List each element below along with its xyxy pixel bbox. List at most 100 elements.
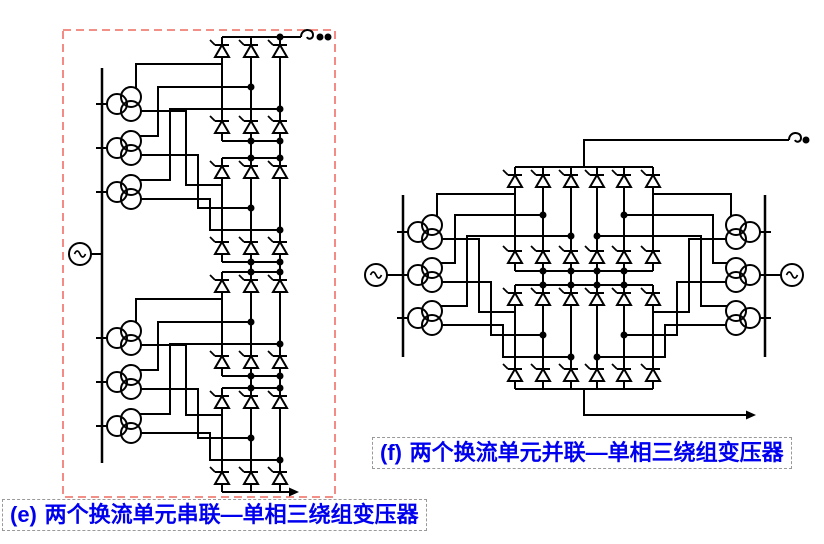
three-winding-transformer-icon <box>407 257 443 293</box>
junction-dot <box>276 33 284 41</box>
thyristor-icon <box>502 363 523 382</box>
thyristor-icon <box>640 169 661 188</box>
ac-source-icon <box>780 263 804 287</box>
three-winding-transformer-icon <box>407 214 443 250</box>
three-winding-transformer-icon <box>106 364 142 400</box>
junction-dot <box>276 105 284 113</box>
thyristor-icon <box>584 169 605 188</box>
junction-dot <box>620 331 628 339</box>
junction-dot <box>247 372 255 380</box>
wire <box>136 108 280 181</box>
caption-e-label: (e) <box>10 502 37 527</box>
wire <box>597 324 726 358</box>
wire <box>141 344 222 416</box>
thyristor-icon <box>611 287 632 306</box>
wire <box>442 324 571 358</box>
three-winding-transformer-icon <box>106 174 142 210</box>
junction-dot <box>247 204 255 212</box>
highlight-box <box>62 29 336 498</box>
junction-dot <box>276 137 284 145</box>
thyristor-icon <box>584 245 605 264</box>
junction-dot <box>567 281 575 289</box>
thyristor-icon <box>502 287 523 306</box>
wire <box>135 63 222 92</box>
wire <box>437 235 571 307</box>
junction-dot <box>276 154 284 162</box>
wire <box>583 389 748 416</box>
thyristor-icon <box>209 115 230 134</box>
junction-dot <box>620 211 628 219</box>
wire <box>141 110 222 186</box>
junction-dot <box>620 267 628 275</box>
junction-dot <box>593 267 601 275</box>
thyristor-icon <box>238 466 259 485</box>
caption-e-text: 两个换流单元串联—单相三绕组变压器 <box>44 502 419 527</box>
smoothing-reactor-icon <box>300 28 314 40</box>
junction-dot <box>593 281 601 289</box>
junction-dot <box>567 353 575 361</box>
ac-source-icon <box>68 242 92 266</box>
diagram-e <box>62 28 336 498</box>
junction-dot <box>276 340 284 348</box>
wire <box>442 281 543 336</box>
three-winding-transformer-icon <box>407 300 443 336</box>
junction-dot <box>593 232 601 240</box>
caption-e-textbox[interactable]: (e) 两个换流单元串联—单相三绕组变压器 <box>2 499 427 532</box>
three-winding-transformer-icon <box>725 257 761 293</box>
junction-dot <box>276 456 284 464</box>
wire <box>136 343 280 415</box>
three-winding-transformer-icon <box>725 214 761 250</box>
thyristor-icon <box>267 160 288 179</box>
thyristor-icon <box>238 350 259 369</box>
junction-dot <box>539 281 547 289</box>
junction-dot <box>802 136 810 144</box>
thyristor-icon <box>611 363 632 382</box>
thyristor-icon <box>267 39 288 58</box>
wire <box>141 198 280 231</box>
junction-dot <box>247 384 255 392</box>
thyristor-icon <box>267 274 288 293</box>
junction-dot <box>247 137 255 145</box>
three-winding-transformer-icon <box>106 408 142 444</box>
caption-f-label: (f) <box>380 440 402 465</box>
thyristor-icon <box>238 274 259 293</box>
wire <box>653 238 726 313</box>
thyristor-icon <box>209 350 230 369</box>
wire <box>135 298 222 326</box>
thyristor-icon <box>209 390 230 409</box>
wire <box>597 235 731 307</box>
smoothing-reactor-icon <box>788 131 802 143</box>
thyristor-icon <box>584 287 605 306</box>
thyristor-icon <box>530 363 551 382</box>
thyristor-icon <box>267 466 288 485</box>
thyristor-icon <box>558 287 579 306</box>
thyristor-icon <box>267 390 288 409</box>
three-winding-transformer-icon <box>725 300 761 336</box>
thyristor-icon <box>502 245 523 264</box>
thyristor-icon <box>238 390 259 409</box>
junction-dot <box>316 33 324 41</box>
thyristor-icon <box>209 236 230 255</box>
junction-dot <box>247 268 255 276</box>
caption-f-textbox[interactable]: (f) 两个换流单元并联—单相三绕组变压器 <box>372 437 792 470</box>
thyristor-icon <box>238 115 259 134</box>
wire <box>624 281 726 336</box>
thyristor-icon <box>558 245 579 264</box>
wire <box>436 193 515 220</box>
junction-dot <box>276 384 284 392</box>
junction-dot <box>539 211 547 219</box>
thyristor-icon <box>558 169 579 188</box>
junction-dot <box>247 434 255 442</box>
thyristor-icon <box>558 363 579 382</box>
thyristor-icon <box>584 363 605 382</box>
thyristor-icon <box>530 287 551 306</box>
thyristor-icon <box>209 466 230 485</box>
junction-dot <box>324 33 332 41</box>
caption-f-text: 两个换流单元并联—单相三绕组变压器 <box>409 440 784 465</box>
junction-dot <box>247 154 255 162</box>
thyristor-icon <box>530 245 551 264</box>
junction-dot <box>539 267 547 275</box>
wire <box>442 238 515 313</box>
junction-dot <box>276 226 284 234</box>
